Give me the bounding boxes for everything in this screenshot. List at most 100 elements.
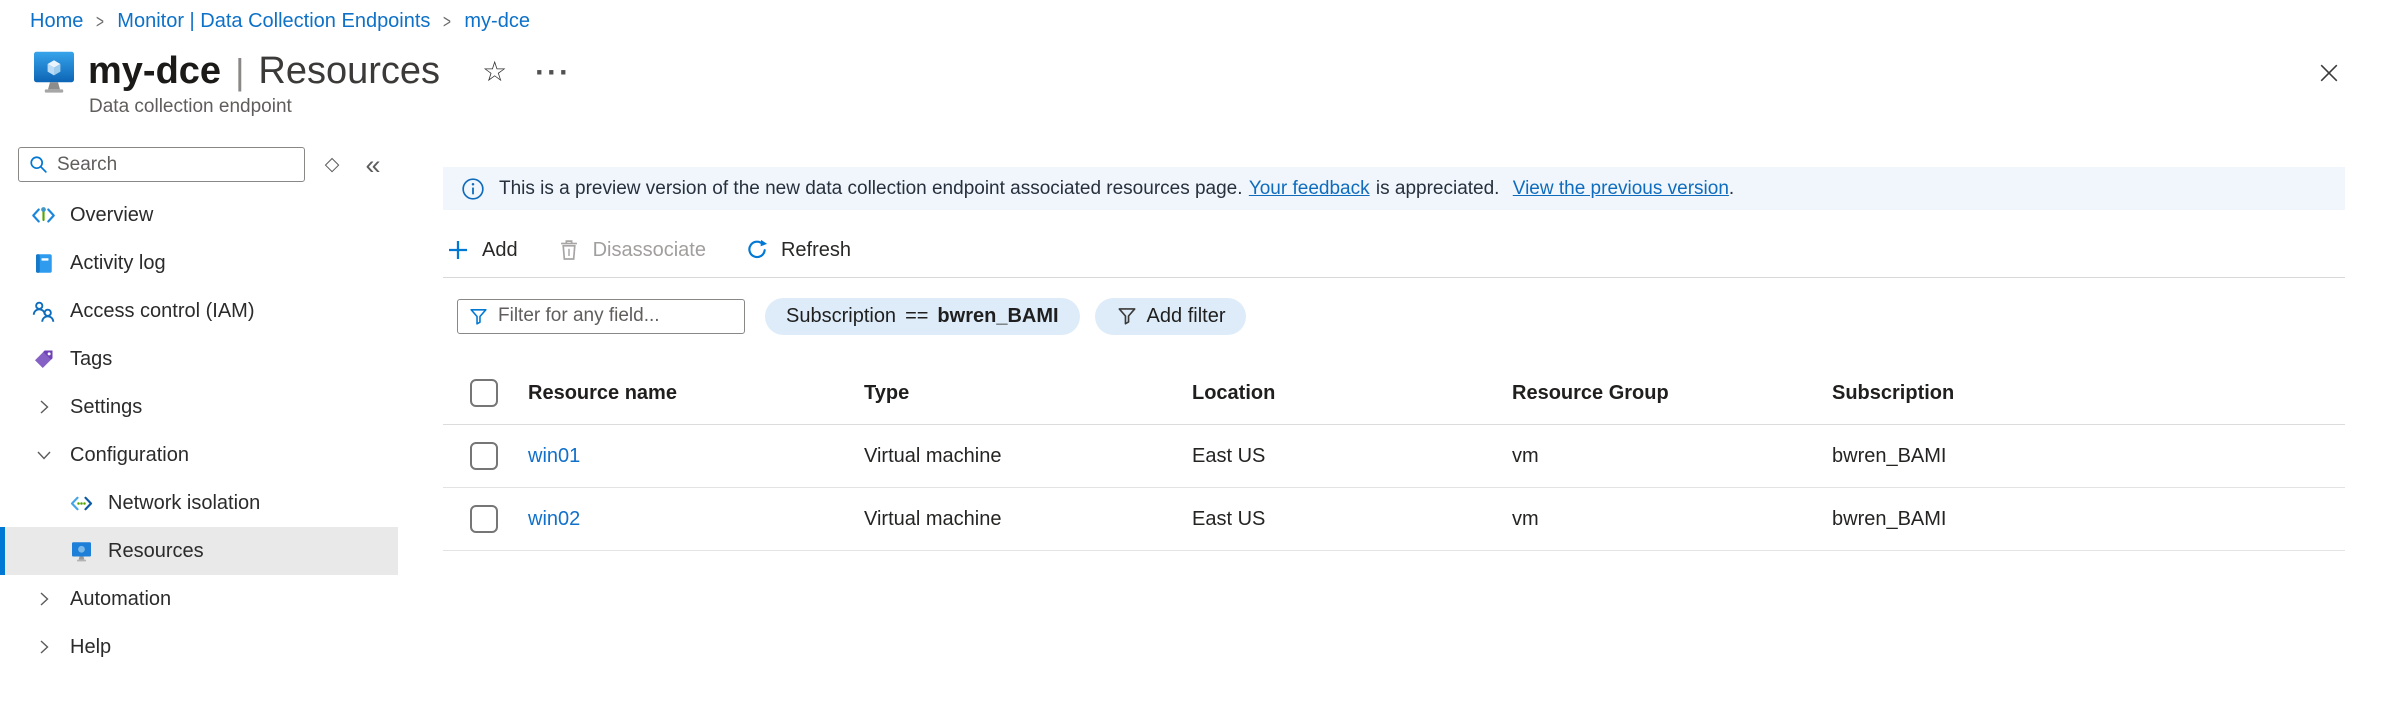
- page-subtitle: Data collection endpoint: [89, 96, 292, 117]
- breadcrumb-separator-icon: >: [96, 10, 105, 32]
- column-header-resource-name: Resource name: [528, 381, 677, 404]
- sidebar-item-activity-log[interactable]: Activity log: [0, 239, 398, 287]
- sidebar-search-row: ◇ «: [18, 147, 393, 182]
- cell-resource-group: vm: [1512, 444, 1539, 467]
- sidebar-item-label: Network isolation: [108, 491, 261, 514]
- filter-input-box: [457, 298, 745, 334]
- page-title: my-dce: [88, 50, 222, 92]
- disassociate-button-label: Disassociate: [592, 238, 706, 261]
- cell-location: East US: [1192, 507, 1266, 530]
- cell-location: East US: [1192, 444, 1266, 467]
- refresh-button[interactable]: Refresh: [744, 237, 851, 263]
- overview-icon: [30, 202, 57, 229]
- filter-bar: Subscription == bwren_BAMI Add filter: [457, 297, 1247, 335]
- row-checkbox[interactable]: [470, 505, 498, 533]
- add-filter-funnel-icon: [1116, 305, 1138, 327]
- sidebar-item-resources[interactable]: Resources: [0, 527, 398, 575]
- activity-log-icon: [30, 250, 57, 277]
- collapse-sidebar-icon[interactable]: «: [365, 149, 381, 180]
- column-header-resource-group: Resource Group: [1512, 381, 1669, 404]
- sidebar-item-label: Settings: [70, 395, 143, 418]
- chevron-down-icon: [30, 442, 57, 469]
- sidebar-item-tags[interactable]: Tags: [0, 335, 398, 383]
- sidebar-item-label: Access control (IAM): [70, 299, 255, 322]
- sidebar-item-help[interactable]: Help: [0, 623, 398, 671]
- sidebar-item-label: Tags: [70, 347, 113, 370]
- breadcrumb: Home > Monitor | Data Collection Endpoin…: [30, 10, 530, 33]
- plus-icon: [445, 237, 471, 263]
- sidebar-item-label: Configuration: [70, 443, 189, 466]
- add-button[interactable]: Add: [445, 237, 518, 263]
- filter-value: bwren_BAMI: [937, 304, 1059, 327]
- cell-subscription: bwren_BAMI: [1832, 444, 1947, 467]
- toolbar-divider: [443, 277, 2345, 278]
- network-isolation-icon: [68, 490, 95, 517]
- breadcrumb-separator-icon: >: [443, 10, 452, 32]
- sidebar-item-label: Activity log: [70, 251, 166, 274]
- info-icon: [461, 176, 486, 201]
- sidebar-item-configuration[interactable]: Configuration: [0, 431, 398, 479]
- sidebar-item-automation[interactable]: Automation: [0, 575, 398, 623]
- resources-content: This is a preview version of the new dat…: [443, 0, 2345, 709]
- row-checkbox[interactable]: [470, 442, 498, 470]
- subscription-filter-pill[interactable]: Subscription == bwren_BAMI: [765, 297, 1080, 335]
- banner-text: This is a preview version of the new dat…: [499, 177, 1243, 199]
- filter-field: Subscription: [786, 304, 897, 327]
- preview-info-banner: This is a preview version of the new dat…: [443, 167, 2345, 210]
- filter-operator: ==: [905, 304, 929, 327]
- sidebar-item-access-control[interactable]: Access control (IAM): [0, 287, 398, 335]
- breadcrumb-home[interactable]: Home: [30, 10, 84, 32]
- tag-icon: [30, 346, 57, 373]
- table-row: win02 Virtual machine East US vm bwren_B…: [443, 488, 2345, 551]
- cell-type: Virtual machine: [864, 507, 1002, 530]
- sidebar-item-settings[interactable]: Settings: [0, 383, 398, 431]
- sidebar-item-label: Help: [70, 635, 112, 658]
- previous-version-link[interactable]: View the previous version: [1512, 177, 1729, 199]
- cell-subscription: bwren_BAMI: [1832, 507, 1947, 530]
- search-box: [18, 147, 305, 182]
- page-header: my-dce | Resources ☆ ···: [88, 50, 571, 93]
- chevron-right-icon: [30, 586, 57, 613]
- cell-type: Virtual machine: [864, 444, 1002, 467]
- chevron-right-icon: [30, 634, 57, 661]
- refresh-icon: [744, 237, 770, 263]
- page-section-title: Resources: [258, 50, 441, 92]
- banner-period: .: [1728, 177, 1735, 199]
- breadcrumb-monitor-dce[interactable]: Monitor | Data Collection Endpoints: [117, 10, 431, 32]
- sidebar-item-label: Overview: [70, 203, 154, 226]
- sidebar-item-overview[interactable]: Overview: [0, 191, 398, 239]
- search-input[interactable]: [57, 153, 295, 176]
- filter-funnel-icon: [468, 306, 489, 327]
- sidebar-nav: Overview Activity log: [0, 191, 400, 671]
- trash-icon: [556, 237, 582, 263]
- data-collection-endpoint-icon: [30, 47, 78, 99]
- close-icon[interactable]: [2316, 60, 2342, 86]
- access-control-icon: [30, 298, 57, 325]
- breadcrumb-my-dce[interactable]: my-dce: [464, 10, 530, 32]
- resources-icon: [68, 538, 95, 565]
- resources-table: Resource name Type Location Resource Gro…: [443, 362, 2345, 551]
- add-filter-label: Add filter: [1146, 304, 1226, 327]
- favorite-star-icon[interactable]: ☆: [482, 56, 508, 87]
- table-row: win01 Virtual machine East US vm bwren_B…: [443, 425, 2345, 488]
- column-header-type: Type: [864, 381, 910, 404]
- column-header-location: Location: [1192, 381, 1276, 404]
- disassociate-button[interactable]: Disassociate: [556, 237, 706, 263]
- resource-link-win01[interactable]: win01: [528, 444, 581, 467]
- column-header-subscription: Subscription: [1832, 381, 1955, 404]
- cell-resource-group: vm: [1512, 507, 1539, 530]
- command-toolbar: Add Disassociate: [445, 230, 851, 270]
- chevron-right-icon: [30, 394, 57, 421]
- sidebar-item-label: Automation: [70, 587, 172, 610]
- add-filter-button[interactable]: Add filter: [1094, 297, 1247, 335]
- add-button-label: Add: [482, 238, 518, 261]
- sidebar-item-label: Resources: [108, 539, 204, 562]
- sidebar-item-network-isolation[interactable]: Network isolation: [0, 479, 398, 527]
- select-all-checkbox[interactable]: [470, 379, 498, 407]
- resource-link-win02[interactable]: win02: [528, 507, 581, 530]
- filter-input[interactable]: [498, 305, 734, 327]
- dock-diamond-icon[interactable]: ◇: [324, 154, 340, 175]
- table-header-row: Resource name Type Location Resource Gro…: [443, 362, 2345, 425]
- feedback-link[interactable]: Your feedback: [1248, 177, 1370, 199]
